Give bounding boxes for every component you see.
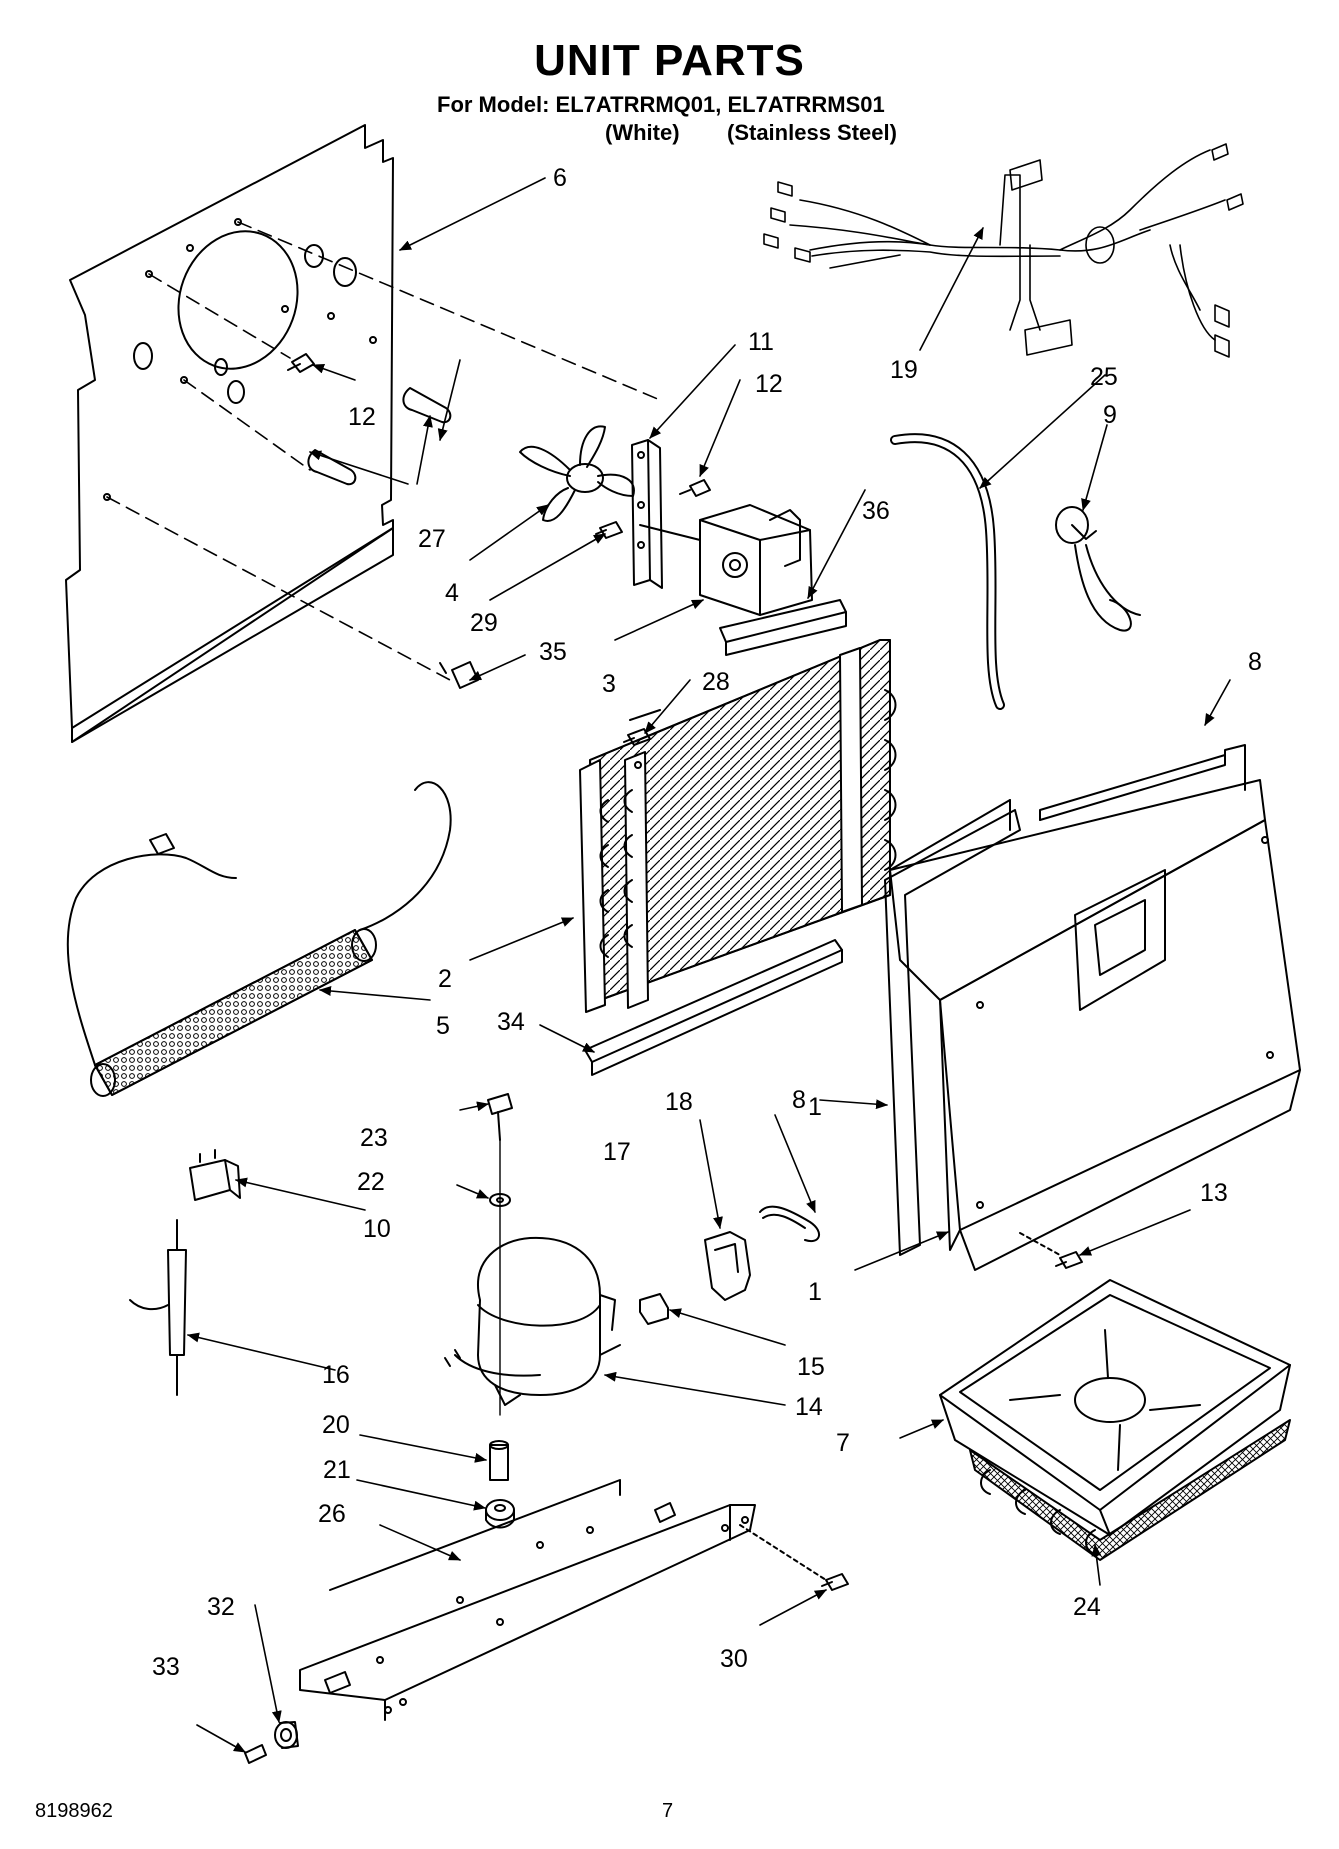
callout-label: 34 xyxy=(497,1008,525,1036)
callout-label: 29 xyxy=(470,609,498,637)
callout-label: 13 xyxy=(1200,1179,1228,1207)
callout-label: 5 xyxy=(436,1012,450,1040)
screw-part-12a xyxy=(287,353,315,373)
callout-label: 11 xyxy=(748,328,774,356)
start-device-part xyxy=(704,1231,751,1301)
callout-label: 36 xyxy=(862,497,890,525)
pin-part-33 xyxy=(244,1744,267,1764)
callout-label: 9 xyxy=(1103,401,1117,429)
callout-label: 20 xyxy=(322,1411,350,1439)
defrost-heater-part xyxy=(66,781,452,1097)
callout-label: 24 xyxy=(1073,1593,1101,1621)
evaporator-cover-part xyxy=(889,744,1301,1251)
overload-part xyxy=(639,1293,669,1325)
base-plate-part xyxy=(299,1479,756,1721)
callout-label: 12 xyxy=(755,370,783,398)
compressor-part xyxy=(444,1236,621,1406)
page-number: 7 xyxy=(662,1800,674,1822)
callout-label: 28 xyxy=(702,668,730,696)
fan-bracket-part xyxy=(631,439,663,589)
relay-part-10 xyxy=(189,1149,241,1201)
screw-part-23 xyxy=(487,1093,513,1141)
callout-label: 22 xyxy=(357,1168,385,1196)
fan-motor-part xyxy=(639,504,813,616)
callout-label: 8 xyxy=(1248,648,1262,676)
callout-label: 10 xyxy=(363,1215,391,1243)
sleeve-part-20 xyxy=(489,1440,509,1481)
page-title: UNIT PARTS xyxy=(534,36,805,85)
drain-tube-part xyxy=(890,433,1005,710)
document-number: 8198962 xyxy=(35,1800,113,1822)
callout-label: 25 xyxy=(1090,363,1118,391)
callout-label: 15 xyxy=(797,1353,825,1381)
callout-label: 14 xyxy=(795,1393,823,1421)
callout-label: 3 xyxy=(602,670,616,698)
screw-part-28 xyxy=(623,728,651,746)
callout-label: 18 xyxy=(665,1088,693,1116)
callout-label: 4 xyxy=(445,579,459,607)
callout-label: 33 xyxy=(152,1653,180,1681)
callout-label: 16 xyxy=(322,1361,350,1389)
back-panel-part xyxy=(65,124,394,743)
drain-trough-part xyxy=(584,939,843,1076)
callout-label: 27 xyxy=(418,525,446,553)
callout-label: 32 xyxy=(207,1593,235,1621)
callout-label: 8 xyxy=(792,1086,806,1114)
construction-lines xyxy=(106,221,661,681)
variant-white-label: (White) xyxy=(605,120,680,145)
clip-part-27 xyxy=(307,387,452,486)
callout-label: 1 xyxy=(808,1278,822,1306)
callout-label: 30 xyxy=(720,1645,748,1673)
model-line: For Model: EL7ATRRMQ01, EL7ATRRMS01 xyxy=(437,92,885,117)
screw-part-12b xyxy=(679,479,711,497)
callout-label: 35 xyxy=(539,638,567,666)
wire-harness-part xyxy=(763,143,1244,358)
grommet-part-35 xyxy=(439,661,479,689)
callout-label: 19 xyxy=(890,356,918,384)
variant-stainless-label: (Stainless Steel) xyxy=(727,120,897,145)
spacer-part-32 xyxy=(274,1721,299,1749)
callout-label: 21 xyxy=(323,1456,351,1484)
shroud-strip-part-36 xyxy=(719,599,847,656)
screw-part-13 xyxy=(1019,1232,1083,1269)
callout-label: 2 xyxy=(438,965,452,993)
thermostat-part xyxy=(1055,506,1141,632)
fan-blade-part xyxy=(519,425,635,522)
drain-pan-part xyxy=(939,1279,1291,1561)
grommet-part-21 xyxy=(485,1499,515,1529)
callout-label: 6 xyxy=(553,164,567,192)
callout-label: 7 xyxy=(836,1429,850,1457)
callout-label: 23 xyxy=(360,1124,388,1152)
callout-label: 12 xyxy=(348,403,376,431)
callout-label: 17 xyxy=(603,1138,631,1166)
callout-label: 1 xyxy=(808,1093,822,1121)
filter-drier-part xyxy=(129,1219,187,1396)
cover-bottom-edge-part xyxy=(959,1069,1301,1271)
callout-leaders xyxy=(187,177,1231,1753)
callout-labels: 6 11 12 12 19 25 9 27 4 29 36 35 3 28 8 … xyxy=(152,164,1262,1681)
cover-side-strip-part xyxy=(884,809,1021,1256)
screw-part-29 xyxy=(595,521,623,539)
evaporator-coil-part xyxy=(579,639,897,1013)
callout-label: 26 xyxy=(318,1500,346,1528)
clip-part-18 xyxy=(759,1205,820,1243)
screw-part-30 xyxy=(739,1524,849,1591)
washer-part-22 xyxy=(489,1193,511,1207)
